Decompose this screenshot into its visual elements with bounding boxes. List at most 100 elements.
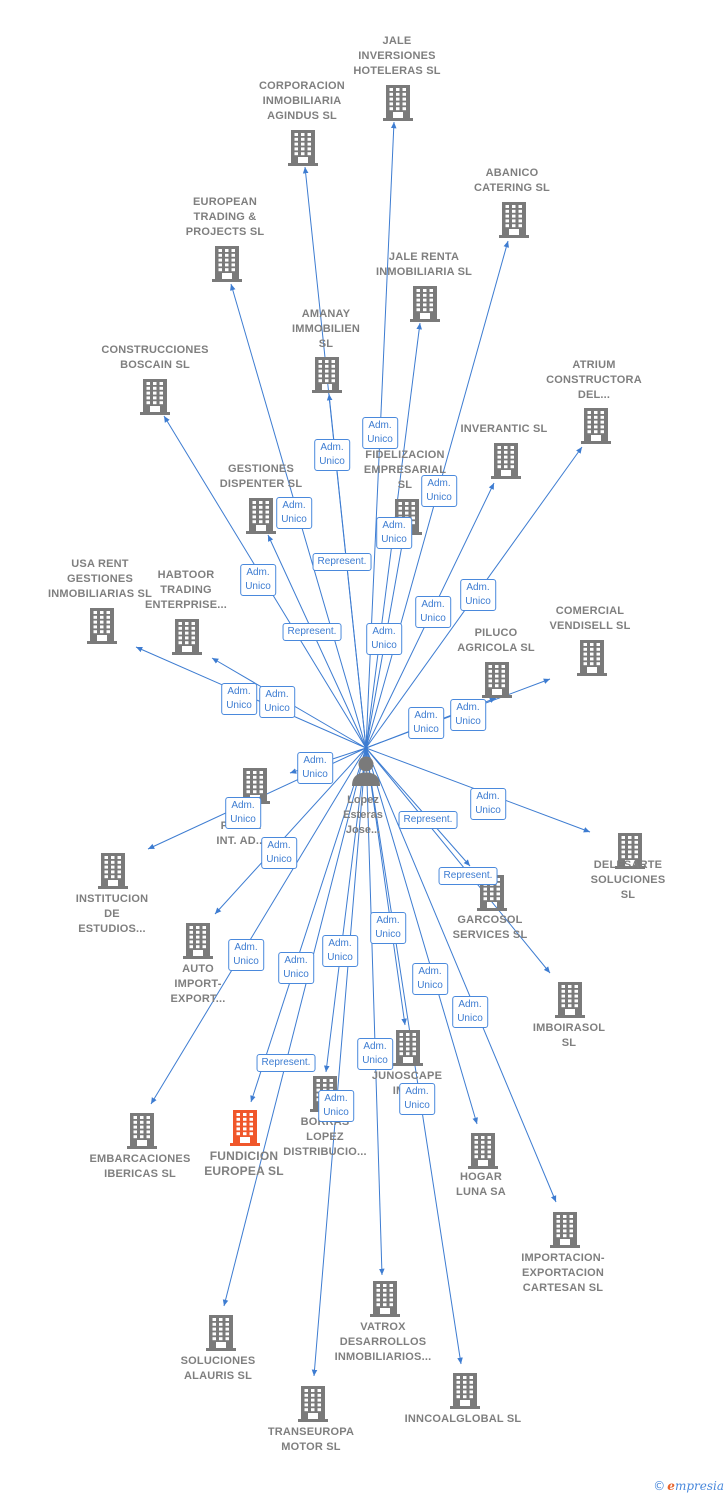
company-node-comercial-vendisell[interactable]: COMERCIAL VENDISELL SL <box>515 604 665 634</box>
company-icon-amanay[interactable] <box>312 355 342 398</box>
company-icon-gestiones-dispenter[interactable] <box>246 496 276 539</box>
company-icon-usa-rent[interactable] <box>87 606 117 649</box>
person-icon[interactable] <box>349 754 383 788</box>
company-icon-jale-inversiones[interactable] <box>383 83 413 126</box>
relation-badge-atrium[interactable]: Adm. Unico <box>460 579 496 611</box>
company-node-vatrox[interactable]: VATROX DESARROLLOS INMOBILIARIOS... <box>308 1320 458 1365</box>
company-node-importacion-cartesan[interactable]: IMPORTACION- EXPORTACION CARTESAN SL <box>488 1251 638 1296</box>
company-icon-atrium[interactable] <box>581 406 611 449</box>
company-icon-abanico-catering[interactable] <box>499 200 529 243</box>
relation-badge-jale-renta[interactable]: Adm. Unico <box>376 517 412 549</box>
company-icon-piluco[interactable] <box>482 660 512 703</box>
company-node-fidelizacion[interactable]: FIDELIZACION EMPRESARIAL SL <box>330 448 480 493</box>
relation-badge-usa-rent[interactable]: Adm. Unico <box>221 683 257 715</box>
company-node-transeuropa[interactable]: TRANSEUROPA MOTOR SL <box>236 1425 386 1455</box>
company-icon-inverantic[interactable] <box>491 441 521 484</box>
company-node-amanay[interactable]: AMANAY IMMOBILIEN SL <box>251 307 401 352</box>
company-node-abanico-catering[interactable]: ABANICO CATERING SL <box>437 166 587 196</box>
company-icon-incoalglobal[interactable] <box>450 1371 480 1414</box>
relation-badge-amanay[interactable]: Represent. <box>312 553 372 571</box>
company-node-hogar-luna[interactable]: HOGAR LUNA SA <box>406 1170 556 1200</box>
company-label: HABTOOR TRADING ENTERPRISE... <box>144 569 228 611</box>
company-label: HOGAR LUNA SA <box>456 1171 506 1198</box>
company-icon-embarcaciones[interactable] <box>127 1111 157 1154</box>
company-node-european-trading[interactable]: EUROPEAN TRADING & PROJECTS SL <box>150 195 300 240</box>
relation-badge-soluciones-alauris[interactable]: Adm. Unico <box>322 935 358 967</box>
relation-badge-incoalglobal[interactable]: Adm. Unico <box>399 1083 435 1115</box>
company-node-delesarte[interactable]: DELESARTE SOLUCIONES SL <box>553 858 703 903</box>
company-icon-hogar-luna[interactable] <box>468 1131 498 1174</box>
company-icon-soluciones-alauris[interactable] <box>206 1313 236 1356</box>
relation-badge-comercial-vendisell[interactable]: Adm. Unico <box>450 699 486 731</box>
edge-borras-lopez <box>323 747 367 1073</box>
company-node-construcciones-boscain[interactable]: CONSTRUCCIONES BOSCAIN SL <box>80 343 230 373</box>
company-node-incoalglobal[interactable]: INNCOALGLOBAL SL <box>388 1412 538 1427</box>
company-icon-importacion-cartesan[interactable] <box>550 1210 580 1253</box>
company-icon-auto-import[interactable] <box>183 921 213 964</box>
company-node-piluco[interactable]: PILUCO AGRICOLA SL <box>421 626 571 656</box>
relation-badge-junoscape[interactable]: Adm. Unico <box>370 912 406 944</box>
company-node-inverantic[interactable]: INVERANTIC SL <box>429 422 579 437</box>
relation-badge-european-trading[interactable]: Represent. <box>282 623 342 641</box>
company-node-soluciones-alauris[interactable]: SOLUCIONES ALAURIS SL <box>143 1354 293 1384</box>
relation-badge-garcosol[interactable]: Represent. <box>398 811 458 829</box>
building-icon <box>246 498 276 534</box>
relation-badge-borras-lopez[interactable]: Adm. Unico <box>278 952 314 984</box>
relation-badge-hogar-luna[interactable]: Adm. Unico <box>412 963 448 995</box>
company-node-fundicion-europea[interactable]: FUNDICION EUROPEA SL <box>169 1149 319 1179</box>
building-icon <box>140 379 170 415</box>
company-node-corporacion-inmobiliaria[interactable]: CORPORACION INMOBILIARIA AGINDUS SL <box>227 79 377 124</box>
relation-badge-delesarte[interactable]: Adm. Unico <box>470 788 506 820</box>
company-node-atrium[interactable]: ATRIUM CONSTRUCTORA DEL... <box>519 358 669 403</box>
company-icon-vatrox[interactable] <box>370 1279 400 1322</box>
company-icon-habtoor[interactable] <box>172 617 202 660</box>
relation-badge-construcciones-boscain[interactable]: Adm. Unico <box>240 564 276 596</box>
company-node-embarcaciones[interactable]: EMBARCACIONES IBERICAS SL <box>65 1152 215 1182</box>
company-icon-corporacion-inmobiliaria[interactable] <box>288 128 318 171</box>
company-node-jale-renta[interactable]: JALE RENTA INMOBILIARIA SL <box>349 250 499 280</box>
company-node-jale-inversiones[interactable]: JALE INVERSIONES HOTELERAS SL <box>322 34 472 79</box>
company-node-imboirasol[interactable]: IMBOIRASOL SL <box>494 1021 644 1051</box>
company-icon-imboirasol[interactable] <box>555 980 585 1023</box>
relation-badge-institucion[interactable]: Adm. Unico <box>225 797 261 829</box>
company-node-gestiones-dispenter[interactable]: GESTIONES DISPENTER SL <box>186 462 336 492</box>
relation-badge-abanico-catering[interactable]: Adm. Unico <box>366 623 402 655</box>
relation-badge-piluco[interactable]: Adm. Unico <box>408 707 444 739</box>
company-icon-construcciones-boscain[interactable] <box>140 377 170 420</box>
relation-badge-nva-perita[interactable]: Adm. Unico <box>297 752 333 784</box>
company-icon-european-trading[interactable] <box>212 244 242 287</box>
copyright-icon: © <box>653 1479 666 1493</box>
relation-badge-inverantic[interactable]: Adm. Unico <box>415 596 451 628</box>
relation-badge-vatrox[interactable]: Adm. Unico <box>357 1038 393 1070</box>
company-icon-fundicion-europea[interactable] <box>230 1108 260 1151</box>
relation-badge-importacion-cartesan[interactable]: Adm. Unico <box>452 996 488 1028</box>
company-node-borras-lopez[interactable]: BORRAS LOPEZ DISTRIBUCIO... <box>250 1115 400 1160</box>
center-person-label[interactable]: Lopez Esteras Jose... <box>343 794 383 836</box>
company-label: IMPORTACION- EXPORTACION CARTESAN SL <box>521 1252 605 1294</box>
brand-name: mpresia <box>674 1479 724 1493</box>
company-icon-jale-renta[interactable] <box>410 284 440 327</box>
relation-badge-corporacion-inmobiliaria[interactable]: Adm. Unico <box>314 439 350 471</box>
relation-badge-auto-import[interactable]: Adm. Unico <box>261 837 297 869</box>
edge-transeuropa <box>311 747 367 1377</box>
relation-badge-fidelizacion[interactable]: Adm. Unico <box>421 475 457 507</box>
company-icon-comercial-vendisell[interactable] <box>577 638 607 681</box>
company-node-institucion[interactable]: INSTITUCION DE ESTUDIOS... <box>37 892 187 937</box>
company-icon-institucion[interactable] <box>98 851 128 894</box>
company-node-auto-import[interactable]: AUTO IMPORT- EXPORT... <box>123 962 273 1007</box>
edge-hogar-luna <box>365 747 478 1125</box>
company-icon-transeuropa[interactable] <box>298 1384 328 1427</box>
relation-badge-imboirasol[interactable]: Represent. <box>438 867 498 885</box>
company-icon-junoscape[interactable] <box>393 1028 423 1071</box>
relation-badge-embarcaciones[interactable]: Adm. Unico <box>228 939 264 971</box>
relation-badge-habtoor[interactable]: Adm. Unico <box>259 686 295 718</box>
relation-badge-transeuropa[interactable]: Adm. Unico <box>318 1090 354 1122</box>
company-label: FIDELIZACION EMPRESARIAL SL <box>363 449 447 491</box>
relation-badge-fundicion-europea[interactable]: Represent. <box>256 1054 316 1072</box>
company-node-garcosol[interactable]: GARCOSOL SERVICES SL <box>415 913 565 943</box>
company-node-habtoor[interactable]: HABTOOR TRADING ENTERPRISE... <box>111 568 261 613</box>
company-node-usa-rent[interactable]: USA RENT GESTIONES INMOBILIARIAS SL <box>25 557 175 602</box>
relation-badge-gestiones-dispenter[interactable]: Adm. Unico <box>276 497 312 529</box>
relation-badge-jale-inversiones[interactable]: Adm. Unico <box>362 417 398 449</box>
company-icon-delesarte[interactable] <box>615 831 645 874</box>
